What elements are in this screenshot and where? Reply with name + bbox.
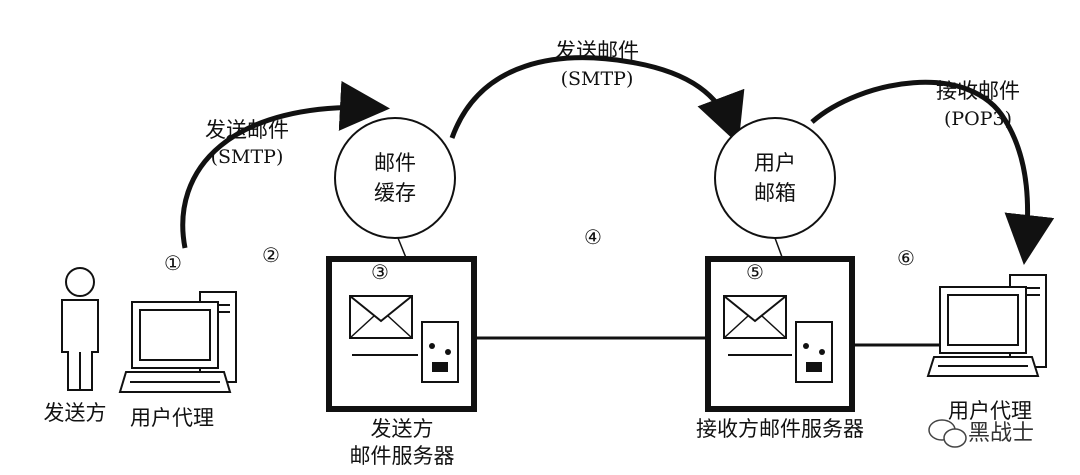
mail-cache-label-2: 缓存 bbox=[374, 181, 416, 205]
sender-server-label-2: 邮件服务器 bbox=[350, 444, 455, 468]
mail-cache-circle bbox=[334, 117, 456, 239]
computer-icon-left bbox=[118, 291, 237, 393]
user-mailbox-circle bbox=[714, 117, 836, 239]
sender-mail-server bbox=[326, 256, 477, 412]
smtp-label-2: (SMTP) bbox=[561, 68, 634, 90]
send-mail-label-1: 发送邮件 bbox=[205, 118, 289, 142]
user-agent-right-label: 用户代理 bbox=[948, 399, 1032, 423]
server-tower-icon bbox=[795, 321, 833, 383]
user-mailbox-label-2: 邮箱 bbox=[754, 181, 796, 205]
recv-mail-label: 接收邮件 bbox=[936, 79, 1020, 103]
step-5: ⑤ bbox=[746, 260, 764, 284]
wechat-icon bbox=[928, 419, 967, 448]
watermark-text: 黑战士 bbox=[968, 421, 1034, 446]
envelope-icon bbox=[723, 295, 787, 339]
pop3-label: (POP3) bbox=[944, 108, 1012, 130]
mail-cache-label-1: 邮件 bbox=[374, 151, 416, 175]
send-mail-label-2: 发送邮件 bbox=[555, 39, 639, 63]
sender-server-label-1: 发送方 bbox=[371, 417, 434, 441]
arrow-send-to-cache bbox=[180, 80, 390, 249]
sender-label: 发送方 bbox=[44, 401, 107, 425]
arrow-cache-to-mailbox bbox=[449, 55, 745, 145]
user-agent-left-label: 用户代理 bbox=[130, 406, 214, 430]
arrow-mailbox-to-receiver bbox=[810, 79, 1055, 265]
step-1: ① bbox=[164, 251, 182, 275]
server-tower-icon bbox=[421, 321, 459, 383]
step-4: ④ bbox=[584, 225, 602, 249]
smtp-label-1: (SMTP) bbox=[211, 146, 284, 168]
person-icon bbox=[61, 267, 99, 391]
envelope-icon bbox=[349, 295, 413, 339]
computer-icon-right bbox=[926, 274, 1047, 377]
step-3: ③ bbox=[371, 260, 389, 284]
user-mailbox-label-1: 用户 bbox=[754, 151, 796, 175]
step-6: ⑥ bbox=[897, 246, 915, 270]
receiver-server-label: 接收方邮件服务器 bbox=[696, 417, 864, 441]
step-2: ② bbox=[262, 243, 280, 267]
receiver-mail-server bbox=[705, 256, 855, 412]
